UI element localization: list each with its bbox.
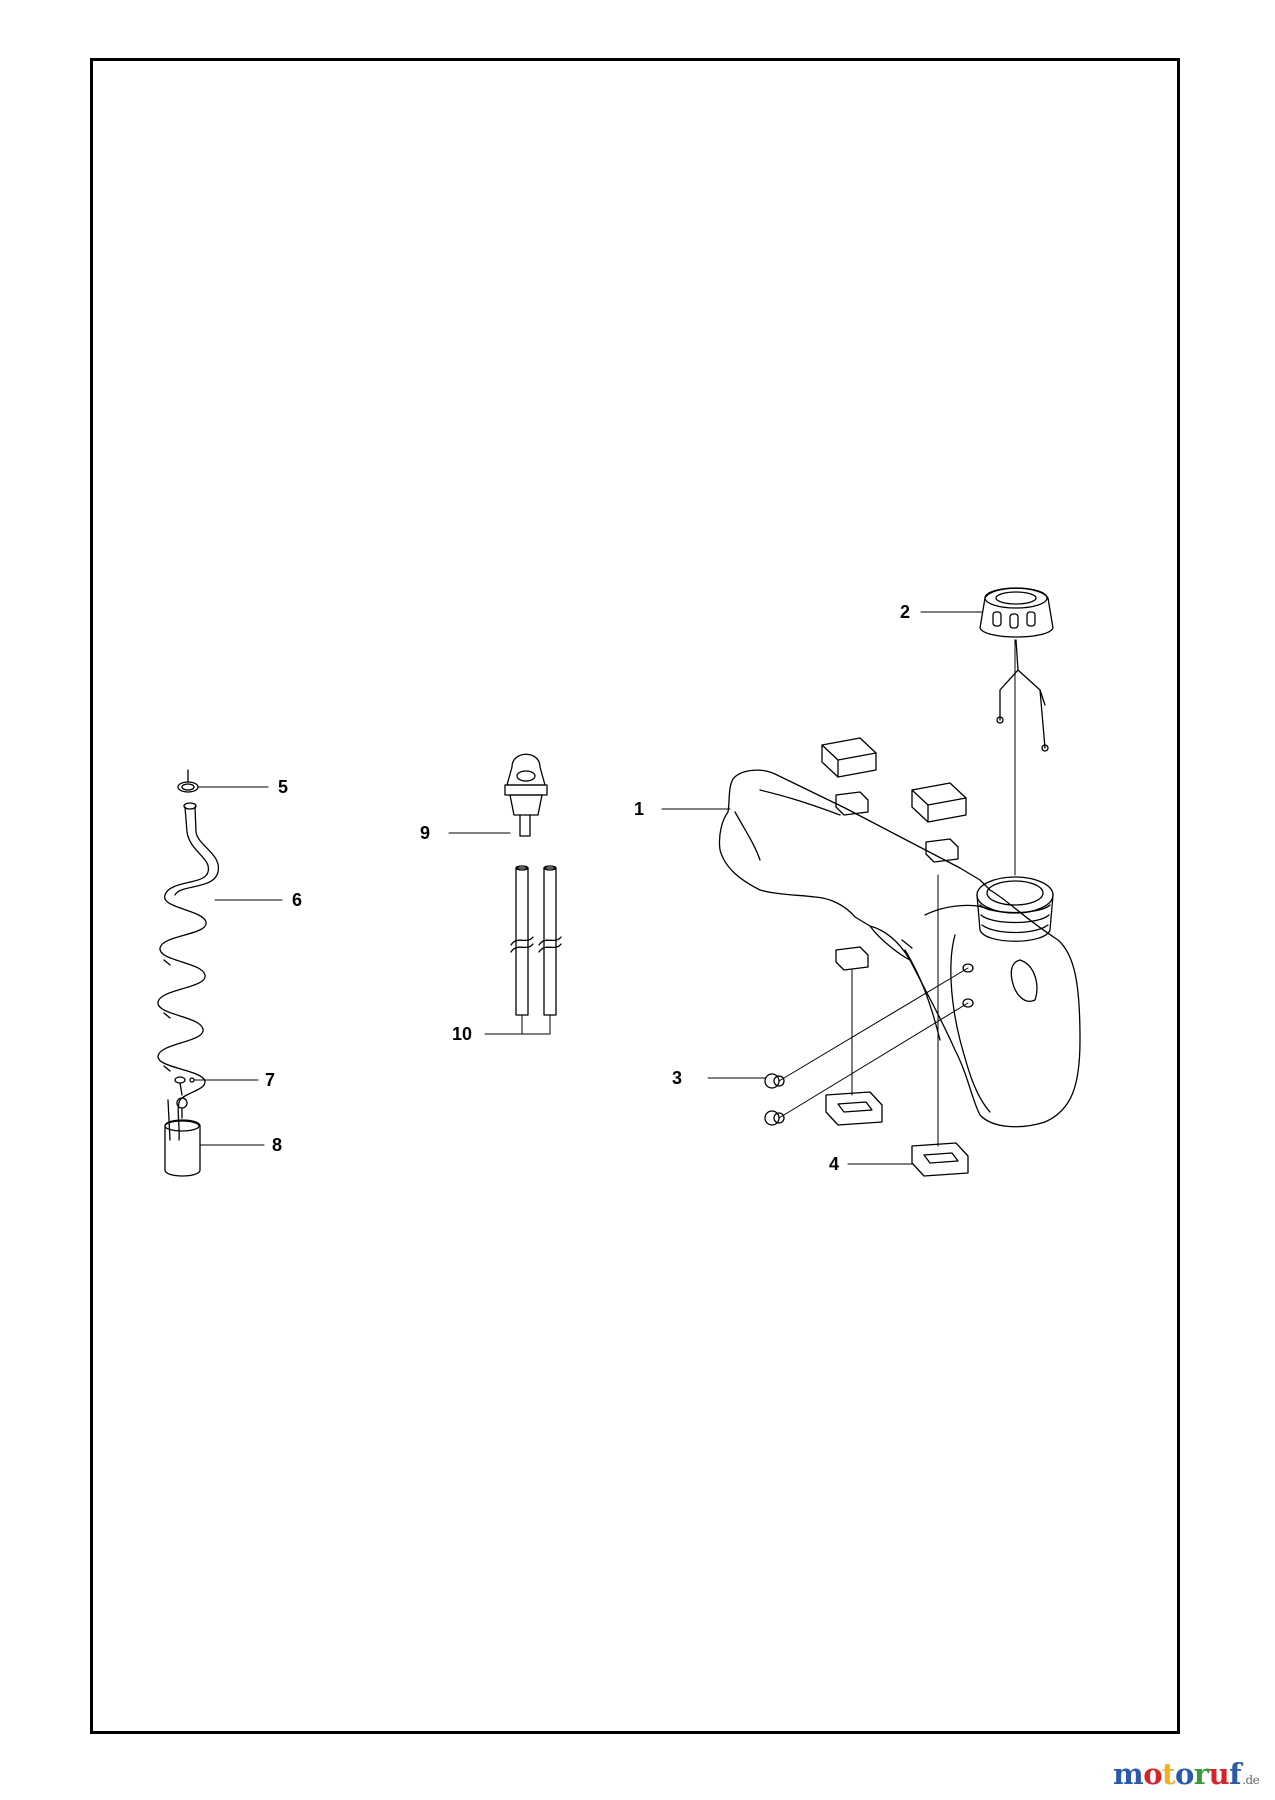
watermark-letter-4: r xyxy=(1193,1757,1209,1791)
fuel-tank-part xyxy=(718,769,1081,1128)
watermark-letter-2: t xyxy=(1162,1757,1175,1791)
watermark-letter-1: o xyxy=(1143,1757,1163,1791)
grommet-parts xyxy=(764,1073,785,1126)
watermark-letter-0: m xyxy=(1113,1757,1144,1791)
callout-5: 5 xyxy=(278,777,289,797)
callout-7: 7 xyxy=(265,1070,276,1090)
diagram-frame xyxy=(90,58,1180,1734)
watermark-logo: motoruf.de xyxy=(1113,1757,1260,1791)
callout-10: 10 xyxy=(452,1024,473,1044)
callout-2: 2 xyxy=(900,602,911,622)
watermark-letter-3: o xyxy=(1174,1757,1194,1791)
fuel-pipes-part xyxy=(510,865,562,1016)
fuel-cap-part xyxy=(979,587,1054,752)
tank-pads-top xyxy=(821,737,967,971)
coiled-hose-part xyxy=(157,802,219,1141)
callout-3: 3 xyxy=(672,1068,683,1088)
watermark-letters: motoruf xyxy=(1113,1757,1242,1791)
bottom-pads xyxy=(825,1091,969,1177)
callout-1: 1 xyxy=(634,799,645,819)
fuel-filter-part xyxy=(164,1097,201,1177)
watermark-letter-6: f xyxy=(1229,1757,1242,1791)
callout-8: 8 xyxy=(272,1135,283,1155)
o-ring-part xyxy=(177,769,199,793)
callout-6: 6 xyxy=(292,890,303,910)
primer-bulb-part xyxy=(504,753,548,837)
leader-lines xyxy=(193,611,1016,1165)
watermark-suffix: .de xyxy=(1242,1773,1260,1787)
callout-9: 9 xyxy=(420,823,431,843)
callout-4: 4 xyxy=(829,1154,840,1174)
watermark-letter-5: u xyxy=(1208,1757,1230,1791)
